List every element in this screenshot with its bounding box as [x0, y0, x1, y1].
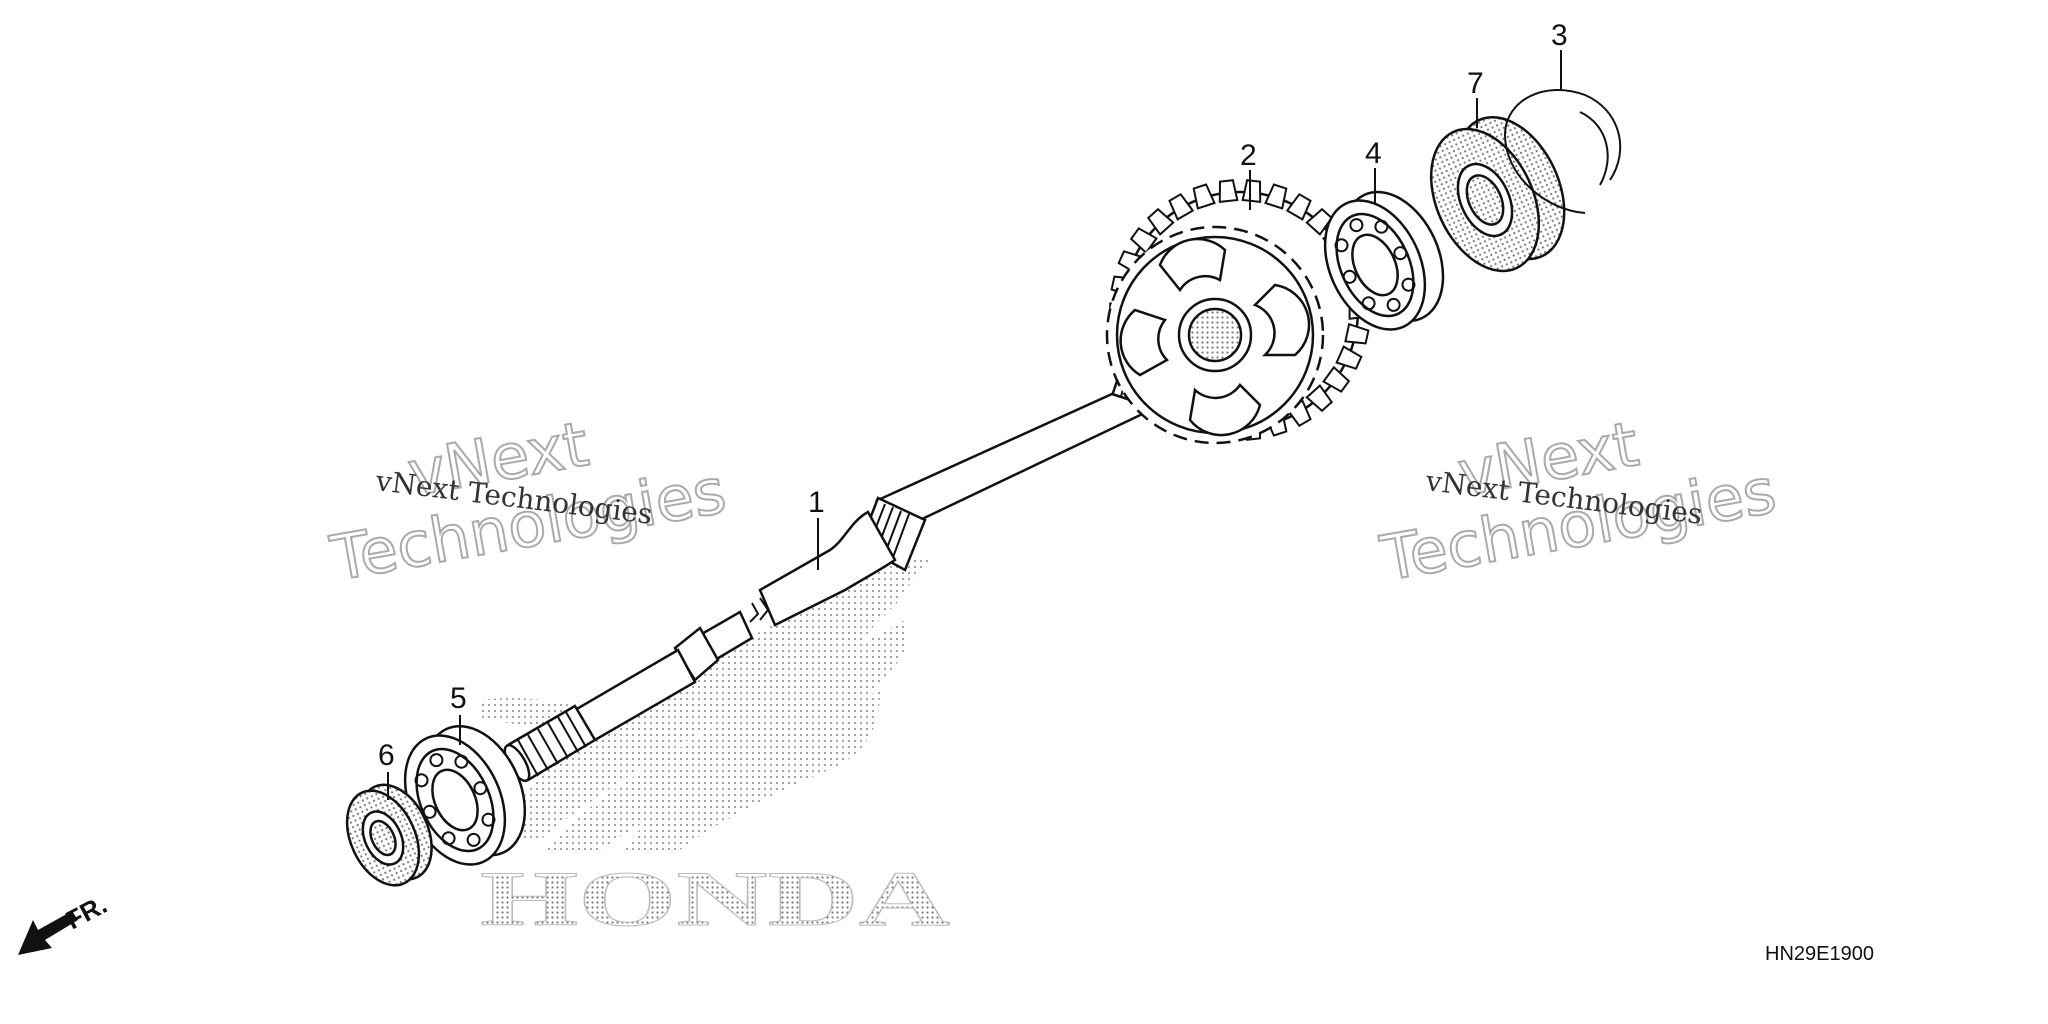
arrow-down-left-icon: [18, 911, 78, 955]
callouts: 1 2 3 4 5 6 7: [378, 19, 1568, 800]
gear-tooth: [1218, 179, 1239, 204]
circlip: [1503, 89, 1622, 214]
callout-2: 2: [1240, 139, 1257, 172]
gear-tooth: [1168, 192, 1195, 221]
gear-tooth: [1305, 384, 1334, 413]
gear-tooth: [1129, 227, 1158, 255]
gear-tooth: [1264, 183, 1288, 210]
gear-tooth: [1241, 179, 1262, 204]
bearing-left: [403, 724, 527, 866]
oil-seal-left: [345, 783, 433, 887]
gear-tooth: [1285, 192, 1312, 221]
diagram-code: HN29E1900: [1765, 943, 1874, 965]
callout-4: 4: [1365, 137, 1382, 170]
gear-tooth: [1335, 345, 1363, 370]
honda-logo-text: HONDA: [480, 855, 950, 942]
gear-tooth: [1322, 365, 1351, 393]
callout-3: 3: [1551, 19, 1568, 52]
callout-6: 6: [378, 739, 395, 772]
callout-7: 7: [1467, 67, 1484, 100]
callout-1: 1: [808, 486, 825, 519]
bearing-right: [1323, 190, 1445, 331]
callout-5: 5: [450, 682, 467, 715]
front-label: FR.: [61, 889, 112, 935]
gear-tooth: [1344, 322, 1370, 345]
oil-seal-right: [1429, 115, 1566, 273]
gear-tooth: [1146, 207, 1175, 236]
final-shaft: [503, 370, 1167, 783]
front-direction-indicator: FR.: [18, 889, 112, 955]
gear-tooth: [1192, 183, 1216, 210]
